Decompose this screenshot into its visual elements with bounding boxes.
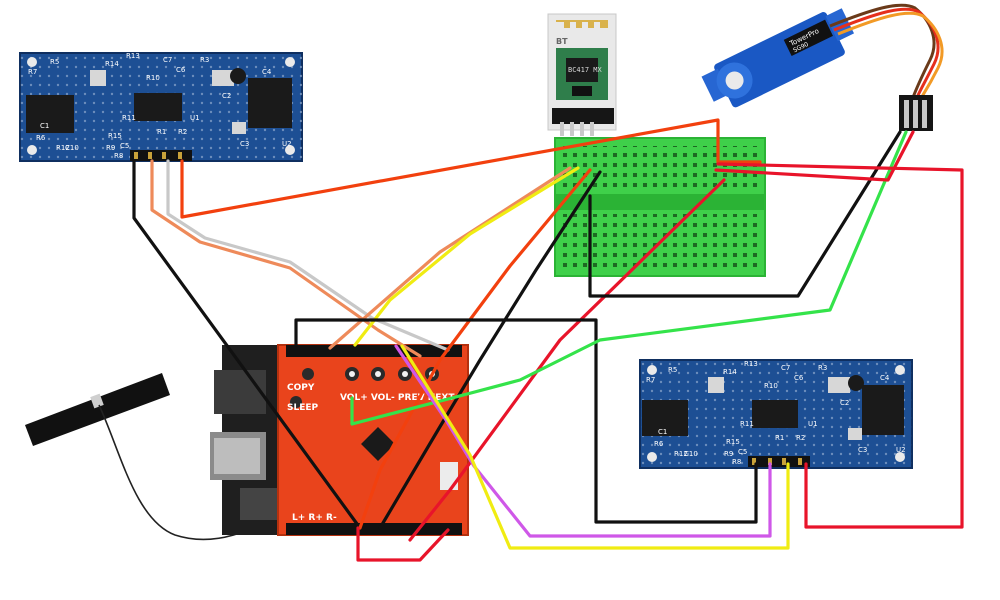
ic-chip-center: [134, 93, 182, 121]
sensor-right-label-r15: R15: [726, 438, 740, 446]
wire-magenta: [394, 344, 772, 538]
wire-red-servo: [714, 130, 915, 182]
ic-chip-left-r: [642, 400, 688, 436]
wire-gray-sensor-left: [166, 159, 450, 352]
sensor-left-label-c3: C3: [240, 140, 249, 148]
label-buttons: VOL+ VOL- PREV NEXT: [340, 393, 455, 403]
sensor-right-label-c7: C7: [781, 364, 790, 372]
sensor-right-label-c10: C10: [684, 450, 698, 458]
sensor-left-label-c5: C5: [120, 142, 129, 150]
sensor-right-label-c4: C4: [880, 374, 890, 382]
wire-green-servo: [350, 130, 908, 426]
wire-red-right-sensor: [716, 162, 964, 529]
sensor-right-label-r12: R12: [674, 450, 688, 458]
sensor-left-label-r7: R7: [28, 68, 37, 76]
sensor-left-label-c7: C7: [163, 56, 172, 64]
sensor-left-label-r8: R8: [114, 152, 123, 160]
arduino-board: COPY SLEEP VOL+ VOL- PREV NEXT L+ R+ R-: [210, 344, 469, 536]
sensor-right-label-r11: R11: [740, 420, 754, 428]
ic-chip-right-r: [862, 385, 904, 435]
sensor-left-label-r6: R6: [36, 134, 46, 142]
ultrasonic-sensor-right: R7 R5 R10 R3 C7 R14 C6 R13 R12 R11 R15 R…: [639, 359, 913, 469]
wire-red-bb-arduino: [408, 178, 726, 542]
servo-sticker: [783, 19, 833, 57]
sensor-left-label-c10: C10: [65, 144, 79, 152]
sensor-left-label-u2: U2: [282, 140, 292, 148]
header-bottom: [286, 523, 462, 535]
wire-black-bb-arduino: [378, 170, 602, 530]
wire-black-sensor-left: [132, 159, 362, 530]
wire-red-bottom: [356, 526, 450, 562]
header-top: [286, 345, 462, 357]
wire-red-sensor-left: [180, 118, 762, 219]
sensor-left-label-c2: C2: [222, 92, 231, 100]
sensor-right-label-c2: C2: [840, 399, 849, 407]
wire-orange-bb-arduino: [358, 168, 592, 530]
sensor-right-label-r6: R6: [654, 440, 664, 448]
sensor-right-label-r7: R7: [646, 376, 655, 384]
ic-chip-right: [248, 78, 292, 128]
sensor-left-label-r15: R15: [108, 132, 122, 140]
sensor-right-label-r8: R8: [732, 458, 741, 466]
label-leds: L+ R+ R-: [292, 513, 337, 523]
sensor-right-header: [748, 456, 810, 467]
sensor-right-label-r9: R9: [724, 450, 733, 458]
sensor-left-label-r13: R13: [126, 52, 140, 60]
sensor-left-label-r3: R3: [200, 56, 209, 64]
sensor-right-label-r1: R1: [775, 434, 784, 442]
sensor-right-label-c1: C1: [658, 428, 667, 436]
wire-yellow-bottom: [400, 344, 790, 550]
sensor-left-label-u1: U1: [190, 114, 200, 122]
sensor-right-label-u1: U1: [808, 420, 818, 428]
bt-chip-text: BC417 MX: [568, 66, 603, 74]
wire-salmon-sensor-left: [150, 159, 422, 358]
sensor-left-label-r5: R5: [50, 58, 59, 66]
wire-yellow-bb-arduino: [353, 166, 580, 347]
label-copy: COPY: [287, 383, 315, 393]
board-mcu: [361, 427, 395, 461]
bt-chip: [566, 58, 598, 82]
sensor-left-label-c1: C1: [40, 122, 49, 130]
sensor-left-label-r9: R9: [106, 144, 115, 152]
breadboard: [554, 137, 766, 277]
wire-black-servo: [588, 130, 902, 298]
sensor-right-label-u2: U2: [896, 446, 906, 454]
label-sleep: SLEEP: [287, 403, 319, 413]
sensor-right-label-r14: R14: [723, 368, 737, 376]
sensor-left-label-r11: R11: [122, 114, 136, 122]
sensor-left-label-r2: R2: [178, 128, 187, 136]
ultrasonic-sensor-left: R7 R5 R10 R3 C7 R14 C6 R13 R12 R11 R15 R…: [19, 52, 303, 162]
bt-antenna-label: BT: [556, 37, 568, 46]
sensor-left-label-r12: R12: [56, 144, 70, 152]
sensor-right-label-r2: R2: [796, 434, 805, 442]
sensor-right-label-c5: C5: [738, 448, 747, 456]
sensor-left-header: [130, 150, 192, 161]
sensor-left-label-r10: R10: [146, 74, 160, 82]
wire-black-top-loop: [294, 318, 758, 524]
ic-chip-center-r: [752, 400, 798, 428]
wires: [132, 118, 964, 562]
sensor-right-label-r3: R3: [818, 364, 827, 372]
bluetooth-module: BT BC417 MX: [547, 13, 617, 136]
wire-salmon-bb-arduino: [328, 166, 572, 350]
sensor-right-label-r10: R10: [764, 382, 778, 390]
sensor-right-label-c3: C3: [858, 446, 867, 454]
sensor-right-label-c6: C6: [794, 374, 804, 382]
sensor-left-label-c6: C6: [176, 66, 186, 74]
sensor-right-label-r13: R13: [744, 360, 758, 368]
sensor-left-label-c4: C4: [262, 68, 272, 76]
ic-chip-left: [26, 95, 74, 133]
sensor-right-label-r5: R5: [668, 366, 677, 374]
sensor-left-label-r14: R14: [105, 60, 119, 68]
servo-motor: TowerPro SG90: [701, 3, 944, 131]
sensor-left-label-r1: R1: [157, 128, 166, 136]
